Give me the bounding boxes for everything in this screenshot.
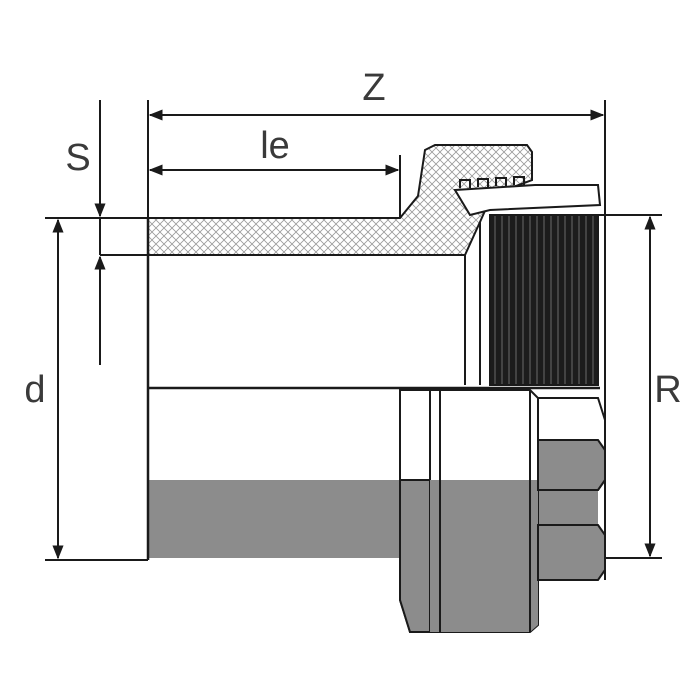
spigot-body (148, 390, 400, 480)
nut-lip-detail (453, 184, 602, 217)
le-label: le (260, 125, 290, 167)
dimensions (45, 100, 662, 561)
s-label: S (65, 137, 90, 179)
hex-facet-lower (537, 524, 606, 581)
z-label: Z (362, 67, 385, 109)
upper-section (147, 144, 602, 386)
r-label: R (654, 369, 681, 411)
d-label: d (24, 369, 45, 411)
nut-lip-teeth (459, 176, 525, 188)
thread-section (489, 214, 599, 386)
hex-nut-shade (430, 480, 538, 632)
nut-body-gray (399, 479, 431, 633)
lower-view (146, 200, 606, 633)
hex-facet-upper-fill (537, 439, 606, 491)
